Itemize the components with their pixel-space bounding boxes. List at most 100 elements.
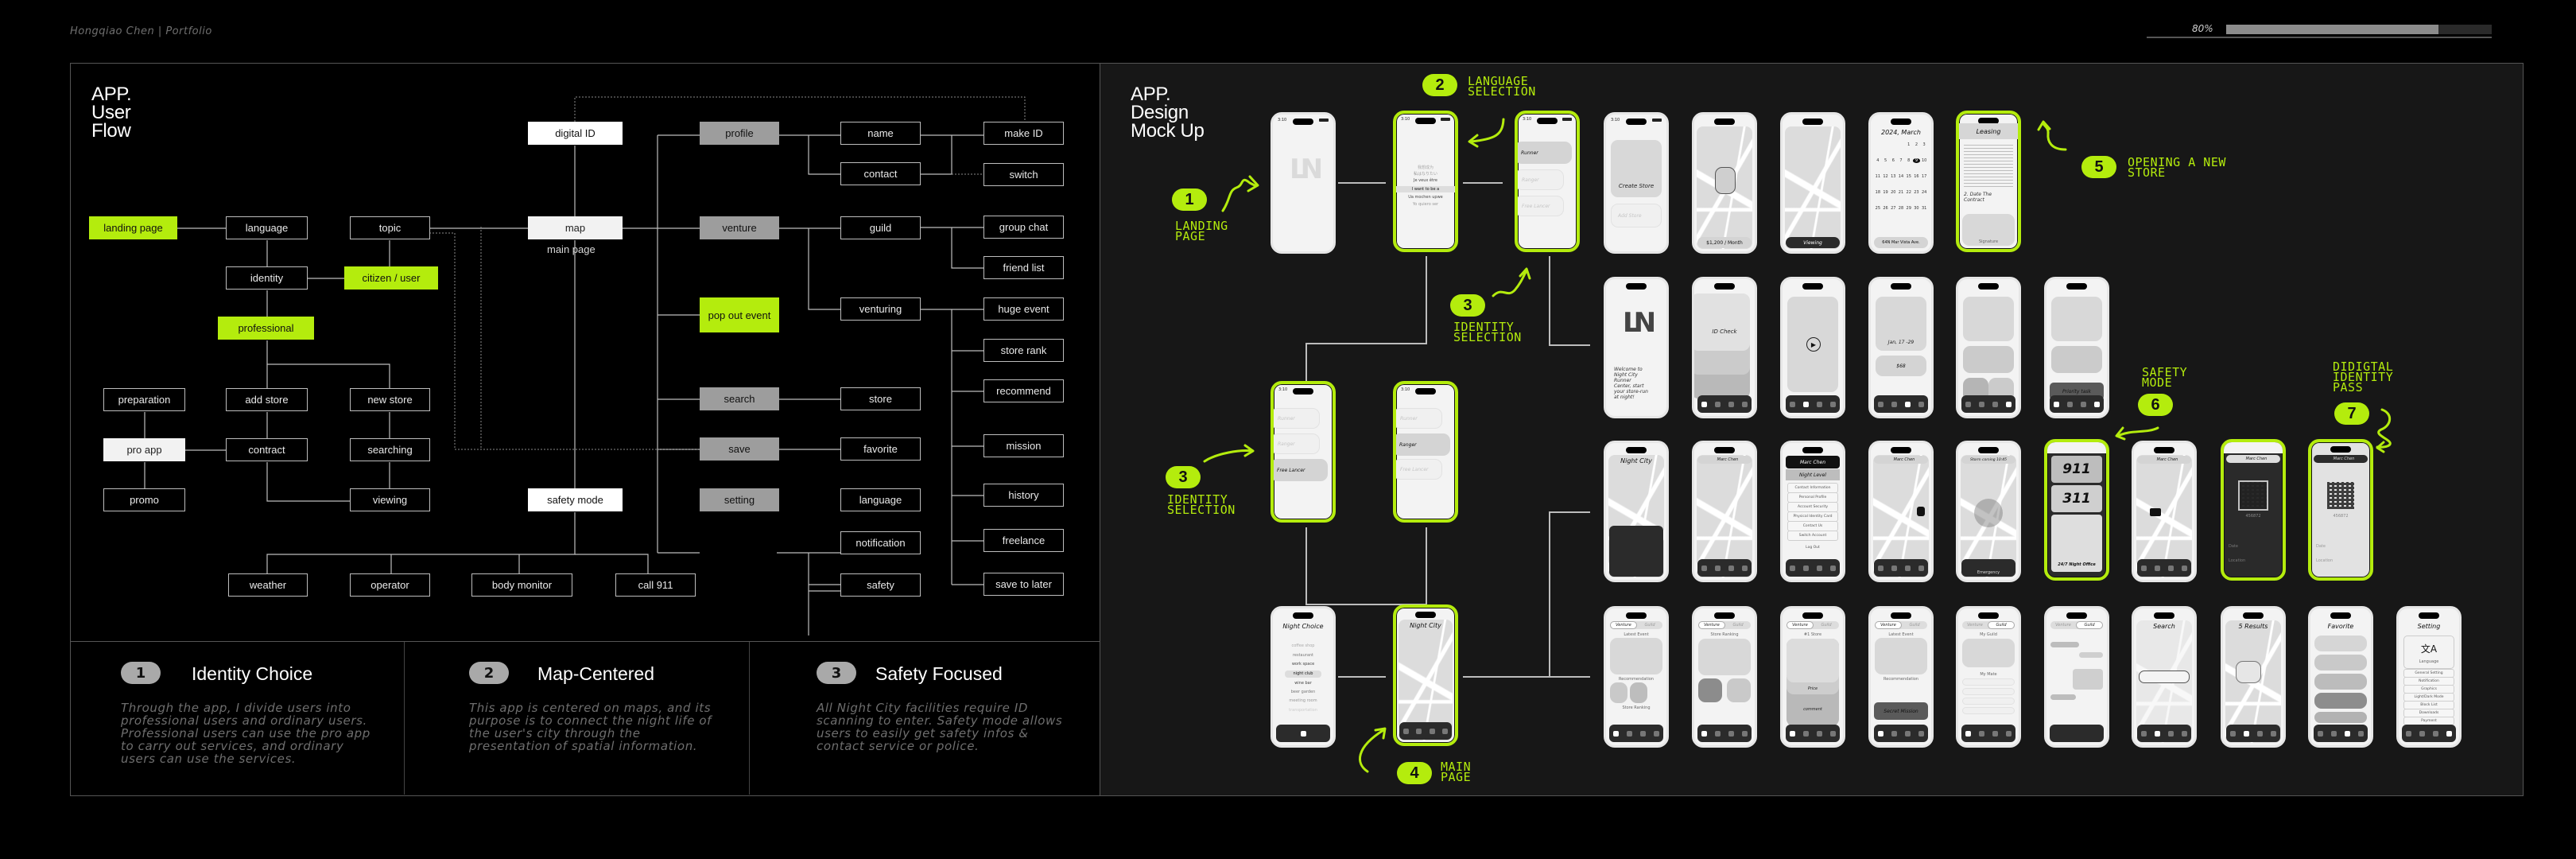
category-filter-sheet[interactable] bbox=[1609, 526, 1663, 577]
tab-guild[interactable]: Guild bbox=[1988, 621, 2015, 629]
identity-freelancer-option[interactable]: Free Lancer bbox=[1396, 459, 1442, 480]
store-image-card[interactable] bbox=[1787, 639, 1839, 682]
flow-node-huge-event[interactable]: huge event bbox=[983, 297, 1064, 321]
phone-guild-chat[interactable]: Venture Guild bbox=[2044, 606, 2109, 748]
phone-language-selection[interactable]: 3:10 我想成为 私はなりたい Je veux être I want to … bbox=[1393, 111, 1458, 252]
language-option[interactable]: Je veux être bbox=[1414, 178, 1437, 183]
flow-node-digital-id[interactable]: digital ID bbox=[528, 122, 623, 145]
calendar-day[interactable]: 2 bbox=[1915, 142, 1918, 147]
phone-landing[interactable]: 3:10 LN bbox=[1271, 112, 1336, 254]
language-option[interactable]: 私はなりたい bbox=[1413, 172, 1437, 177]
phone-search-results[interactable]: 5 Results bbox=[2221, 606, 2286, 748]
tab-bar[interactable] bbox=[1874, 725, 1928, 742]
tab-guild[interactable]: Guild bbox=[1909, 623, 1920, 628]
flow-node-switch[interactable]: switch bbox=[983, 163, 1064, 186]
favorite-item[interactable] bbox=[2314, 712, 2367, 723]
tab-bar[interactable] bbox=[1961, 395, 2015, 413]
promo-card[interactable] bbox=[1876, 297, 1926, 351]
map[interactable] bbox=[1785, 126, 1841, 249]
night-office-button[interactable]: 24/7 Night Office bbox=[2051, 515, 2102, 572]
flow-node-topic[interactable]: topic bbox=[350, 216, 430, 239]
latest-event-card[interactable] bbox=[1610, 638, 1662, 674]
calendar-day[interactable]: 3 bbox=[1922, 142, 1926, 147]
flow-node-guild[interactable]: guild bbox=[840, 216, 921, 239]
calendar-day[interactable]: 12 bbox=[1883, 174, 1888, 179]
secret-mission-tooltip[interactable]: Secret Mission bbox=[1874, 702, 1928, 720]
venture-guild-toggle[interactable]: Venture Guild bbox=[2050, 621, 2103, 629]
flow-node-search[interactable]: search bbox=[700, 387, 779, 410]
flow-node-safety[interactable]: safety bbox=[840, 573, 921, 597]
flow-node-make-id[interactable]: make ID bbox=[983, 122, 1064, 145]
emergency-button[interactable]: Emergency bbox=[1961, 559, 2015, 577]
tab-bar[interactable] bbox=[1399, 722, 1452, 740]
identity-ranger-option[interactable]: Ranger bbox=[1518, 169, 1564, 190]
favorite-item[interactable] bbox=[2314, 655, 2367, 670]
tab-bar[interactable] bbox=[1874, 559, 1928, 577]
phone-identity-freelancer[interactable]: 3:10 Runner Ranger Free Lancer bbox=[1271, 381, 1336, 523]
language-setting-card[interactable] bbox=[2403, 636, 2454, 669]
calendar-day[interactable]: 8 bbox=[1907, 158, 1911, 163]
log-out-button[interactable]: Log Out bbox=[1806, 546, 1820, 550]
flow-node-notification[interactable]: notification bbox=[840, 531, 921, 554]
phone-safety-zone-map[interactable]: Marc Chen bbox=[1868, 441, 1934, 582]
tab-venture[interactable]: Venture bbox=[2055, 623, 2071, 628]
phone-setting[interactable]: Setting 文A Language General Setting Noti… bbox=[2396, 606, 2462, 748]
calendar-day[interactable]: 14 bbox=[1898, 174, 1904, 179]
phone-profile-menu[interactable]: Marc Chen Night Level Contact Informatio… bbox=[1780, 441, 1845, 582]
phone-id-pass-dark[interactable]: Marc Chen 456872 Date Location bbox=[2221, 439, 2286, 581]
calendar-day[interactable]: 1 bbox=[1907, 142, 1911, 147]
play-icon[interactable]: ▶ bbox=[1806, 337, 1821, 352]
map[interactable] bbox=[1399, 620, 1453, 740]
phone-create-store[interactable]: 3:10 Create Store Add Store bbox=[1604, 112, 1669, 254]
tab-venture[interactable]: Venture bbox=[1610, 621, 1637, 629]
calendar-day[interactable]: 7 bbox=[1899, 158, 1903, 163]
flow-node-add-store[interactable]: add store bbox=[226, 388, 308, 411]
flow-node-operator[interactable]: operator bbox=[350, 573, 430, 597]
tab-bar[interactable] bbox=[1609, 725, 1663, 742]
tab-venture[interactable]: Venture bbox=[1698, 621, 1725, 629]
phone-identity-runner[interactable]: 3:10 Runner Ranger Free Lancer bbox=[1515, 111, 1580, 252]
call-311-button[interactable]: 311 bbox=[2051, 485, 2102, 512]
flow-node-mission[interactable]: mission bbox=[983, 434, 1064, 457]
viewing-button[interactable]: Viewing bbox=[1786, 237, 1840, 248]
night-choice-option[interactable]: wine bar bbox=[1294, 681, 1312, 686]
calendar-day[interactable]: 25 bbox=[1875, 206, 1881, 211]
phone-night-city-filter[interactable]: Night City bbox=[1604, 441, 1669, 582]
language-option-selected[interactable]: I want to be a bbox=[1396, 186, 1455, 192]
phone-night-choice[interactable]: Night Choice coffee shop restaurant work… bbox=[1271, 606, 1336, 748]
identity-freelancer-option[interactable]: Free Lancer bbox=[1518, 196, 1564, 216]
night-choice-option[interactable]: beer garden bbox=[1290, 690, 1316, 694]
tab-bar[interactable] bbox=[1786, 725, 1840, 742]
night-choice-option[interactable]: transportation bbox=[1289, 708, 1317, 713]
phone-video[interactable]: ▶ bbox=[1780, 277, 1845, 418]
calendar-day[interactable]: 11 bbox=[1875, 174, 1881, 179]
flow-node-group-chat[interactable]: group chat bbox=[983, 216, 1064, 239]
tab-guild[interactable]: Guild bbox=[2076, 621, 2103, 629]
flow-node-freelance[interactable]: freelance bbox=[983, 529, 1064, 552]
tab-bar[interactable] bbox=[1874, 395, 1928, 413]
flow-node-citizen-user[interactable]: citizen / user bbox=[344, 266, 438, 290]
calendar-day[interactable]: 30 bbox=[1914, 206, 1919, 211]
flow-node-new-store[interactable]: new store bbox=[350, 388, 430, 411]
phone-leasing[interactable]: Leasing 2. Date The Contract Signature bbox=[1956, 111, 2021, 252]
ranking-card[interactable] bbox=[1698, 678, 1722, 702]
tab-bar[interactable] bbox=[1697, 559, 1752, 577]
calendar-day[interactable]: 26 bbox=[1883, 206, 1888, 211]
mate-row[interactable] bbox=[1962, 678, 2015, 686]
call-911-button[interactable]: 911 bbox=[2051, 456, 2102, 483]
create-store-card[interactable] bbox=[1611, 140, 1662, 197]
tab-bar[interactable] bbox=[1786, 559, 1840, 577]
signature-box[interactable] bbox=[1962, 214, 2015, 246]
flow-node-landing-page[interactable]: landing page bbox=[89, 216, 177, 239]
calendar-day[interactable]: 4 bbox=[1876, 158, 1880, 163]
flow-node-body-monitor[interactable]: body monitor bbox=[471, 573, 572, 597]
map[interactable] bbox=[2136, 455, 2192, 577]
tab-venture[interactable]: Venture bbox=[1967, 623, 1983, 628]
phone-id-pass-light[interactable]: Marc Chen 456872 Date Location bbox=[2308, 439, 2373, 581]
tab-bar[interactable] bbox=[1697, 725, 1752, 742]
phone-main-map[interactable]: Night City bbox=[1393, 604, 1458, 746]
calendar-day[interactable]: 17 bbox=[1921, 174, 1927, 179]
calendar-day[interactable]: 27 bbox=[1891, 206, 1896, 211]
